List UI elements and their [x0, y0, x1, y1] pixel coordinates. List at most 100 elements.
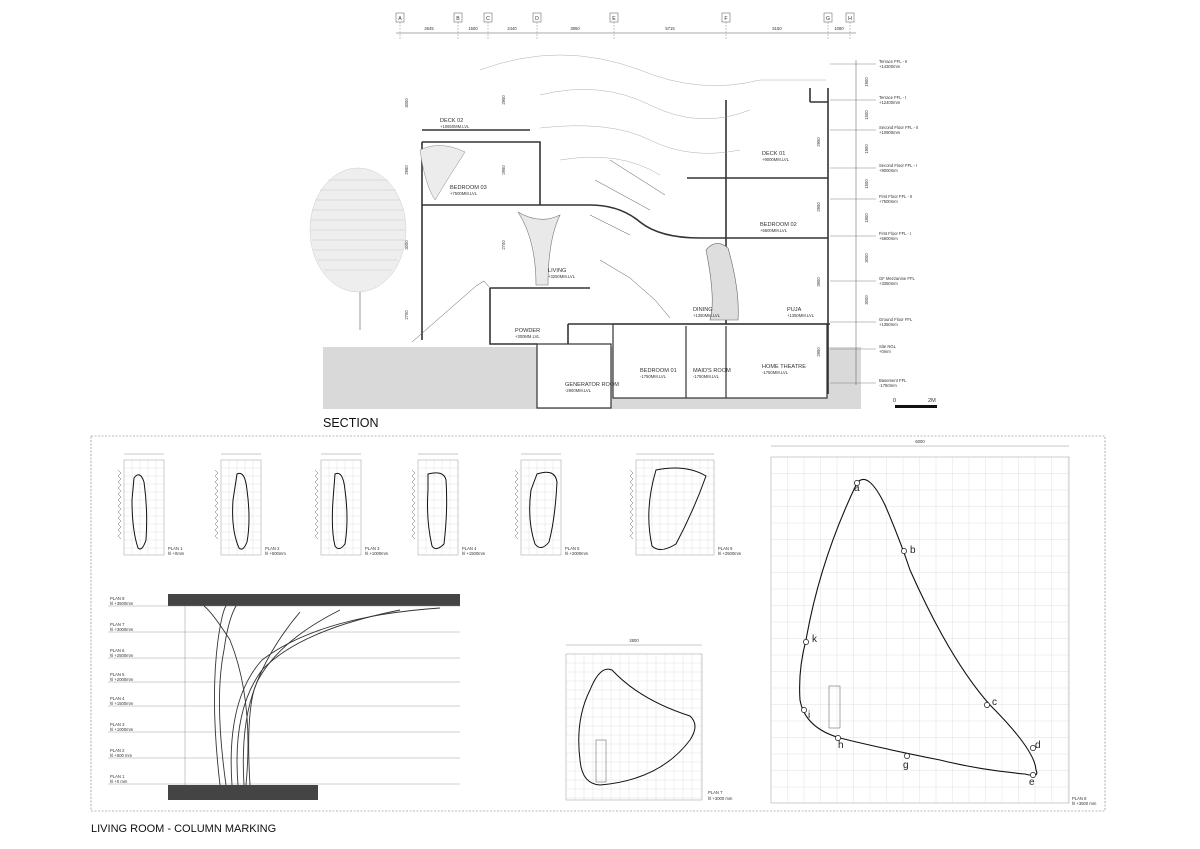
top-dimension: 5150: [772, 26, 782, 31]
elevation-dimension: 1500: [864, 179, 869, 189]
grid-letter: A: [398, 16, 402, 22]
marking-point-label: i: [808, 710, 810, 721]
marking-point: [835, 735, 841, 741]
plan-height: hl +2500mm: [718, 551, 742, 556]
level-name: First Floor FFL - II: [879, 194, 912, 199]
marking-point-label: c: [992, 697, 997, 708]
small-plan: PLAN 3hl +1000mm: [314, 453, 389, 556]
level-value: +5600mm: [879, 236, 898, 241]
level-value: +14300mm: [879, 64, 901, 69]
room-name: MAID'S ROOM: [693, 368, 731, 374]
column-outline: [131, 474, 148, 550]
elevation-plan-name: PLAN 6: [110, 648, 125, 653]
room-level: +1350MM.LVL: [693, 313, 721, 318]
level-value: +10900mm: [879, 130, 901, 135]
elevation-plan-name: PLAN 2: [110, 748, 125, 753]
plan-name: PLAN 2: [265, 546, 280, 551]
grid-letter: H: [848, 16, 852, 22]
room-level: +300MM.LVL: [515, 334, 540, 339]
plan-name: PLAN 5: [565, 546, 580, 551]
level-value: +12400mm: [879, 100, 901, 105]
elevation-plan-height: hl +2500mm: [110, 653, 134, 658]
slab-bottom: [168, 785, 318, 800]
small-plan: PLAN 4hl +1500mm: [411, 453, 486, 556]
grid-letter: D: [535, 16, 539, 22]
elevation-plan-name: PLAN 5: [110, 672, 125, 677]
level-value: +0mm: [879, 349, 891, 354]
column-profile-curve: [219, 605, 237, 786]
plan-name: PLAN 4: [462, 546, 477, 551]
room-name: PUJA: [787, 307, 802, 313]
mid-dimension: 2700: [501, 240, 506, 250]
dining-column: [705, 243, 739, 321]
room-level: +9000MM.LVL: [762, 157, 790, 162]
room-name: GENERATOR ROOM: [565, 382, 619, 388]
grid-letter: G: [826, 16, 830, 22]
room-level: +3250MM.LVL: [548, 274, 576, 279]
level-name: Terrace FFL - II: [879, 59, 907, 64]
plan-width: 2800: [629, 638, 639, 643]
elevation-dimension: 1900: [864, 144, 869, 154]
marking-point-label: k: [812, 634, 818, 645]
level-name: Second Floor FFL - II: [879, 125, 918, 130]
column-outline: [427, 472, 448, 550]
site-hatch: [514, 469, 519, 540]
top-dimension: 1500: [468, 26, 478, 31]
room-name: BEDROOM 03: [450, 185, 487, 191]
elevation-dimension: 3000: [864, 253, 869, 263]
marking-point: [801, 707, 807, 713]
opening-rect: [828, 685, 841, 729]
plan-name: PLAN 6: [718, 546, 733, 551]
plan-height: hl +3500 mm: [1072, 801, 1097, 806]
column-profile-curve: [203, 605, 249, 786]
top-dimension: 2645: [424, 26, 434, 31]
slab-top: [168, 594, 460, 606]
column-profile-curve: [213, 605, 227, 786]
room-name: DECK 02: [440, 118, 463, 124]
elevation-plan-height: hl +0 mm: [110, 779, 128, 784]
level-value: +1350mm: [879, 322, 898, 327]
room-name: BEDROOM 01: [640, 368, 677, 374]
site-hatch: [629, 469, 634, 540]
grid-letter: B: [456, 16, 460, 22]
left-dimension: 2700: [404, 310, 409, 320]
left-dimension: 3000: [404, 98, 409, 108]
plan-height: hl +3000 mm: [708, 796, 733, 801]
plan-height: hl +1000mm: [365, 551, 389, 556]
room-level: -1750MM.LVL: [762, 370, 789, 375]
marking-point-label: h: [838, 740, 844, 751]
room-name: DINING: [693, 307, 713, 313]
elevation-dimension: 3000: [864, 295, 869, 305]
elevation-plan-height: hl +3000mm: [110, 627, 134, 632]
room-level: -2900MM.LVL: [565, 388, 592, 393]
plan-height: hl +500mm: [265, 551, 286, 556]
level-name: First Floor FFL - I: [879, 231, 911, 236]
column-outline: [578, 668, 696, 786]
top-dimension: 1080: [834, 26, 844, 31]
right-dimension: 3900: [816, 277, 821, 287]
room-name: LIVING: [548, 268, 566, 274]
column-marking-title: LIVING ROOM - COLUMN MARKING: [91, 823, 276, 835]
plan-height: hl +0mm: [168, 551, 185, 556]
marking-point: [984, 702, 990, 708]
left-dimensions: 3000295030002700295029502700295029503900…: [404, 95, 821, 357]
room-level: -1750MM.LVL: [640, 374, 667, 379]
basement-box: [612, 323, 828, 399]
plan-grid-border: [417, 459, 459, 556]
marking-point-label: g: [903, 760, 909, 771]
mid-dimension: 2950: [501, 95, 506, 105]
marking-point-label: d: [1035, 740, 1041, 751]
plan-width: 6000: [915, 439, 925, 444]
elevation-plan-name: PLAN 8: [110, 596, 125, 601]
room-name: BEDROOM 02: [760, 222, 797, 228]
column-profile-curve: [230, 607, 441, 786]
room-name: POWDER: [515, 328, 540, 334]
right-dimension: 2950: [816, 202, 821, 212]
plan-grid-border: [220, 459, 262, 556]
marking-point: [1030, 772, 1036, 778]
